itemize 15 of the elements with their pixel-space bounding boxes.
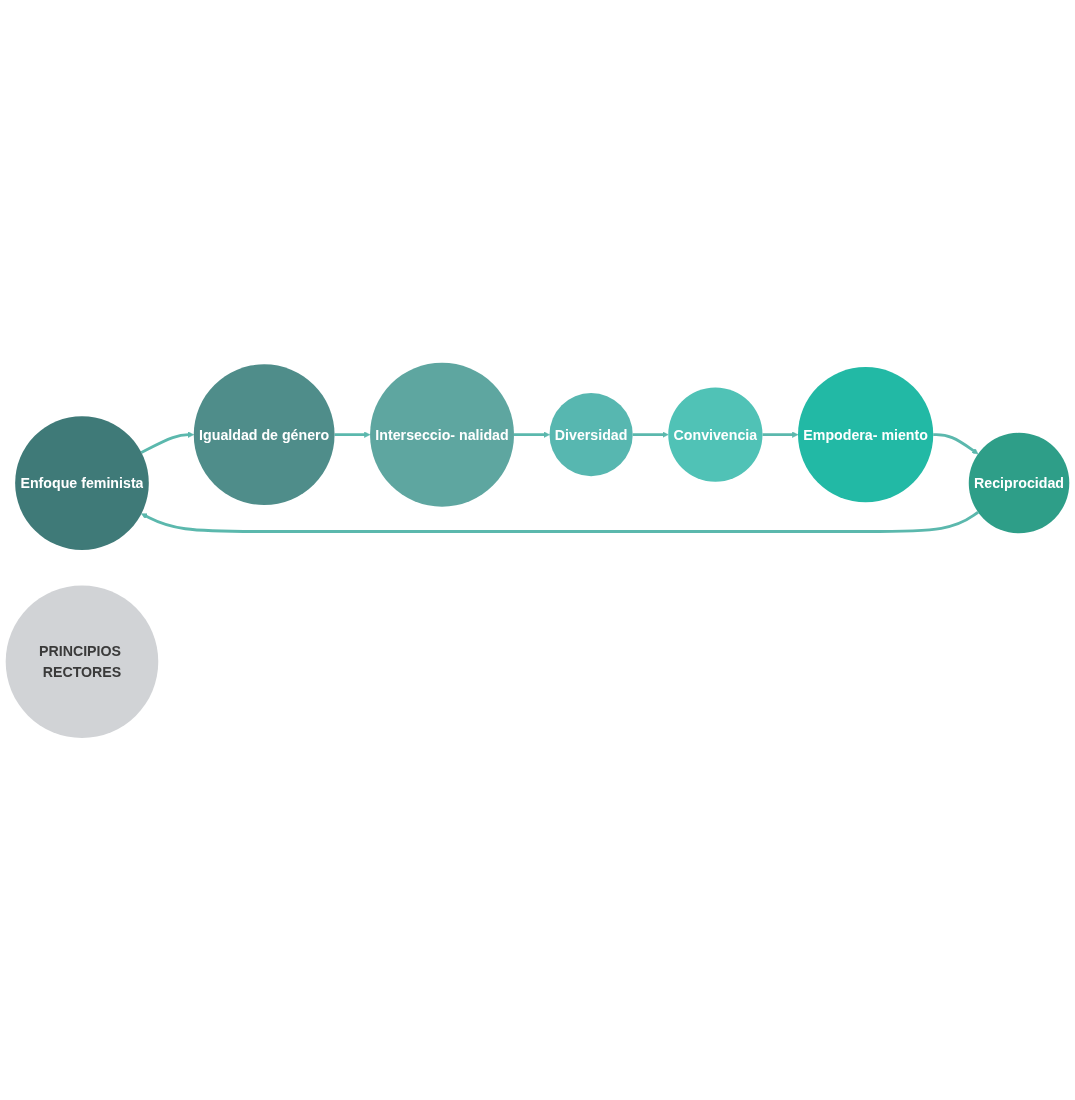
node-circle: Convivencia [668,387,763,482]
node-circle: Enfoque feminista [15,415,149,550]
node-circle: Interseccio- nalidad [370,362,514,507]
node-circle: Igualdad de género [193,363,335,505]
arrow [933,432,979,454]
arrow [514,431,550,438]
node-circle: Diversidad [549,392,633,476]
arrow [334,431,371,438]
arrow [632,431,669,438]
node-circle: Reciprocidad [968,432,1070,533]
arrow [140,431,195,454]
arrow [762,431,799,438]
node-circle: Empodera- miento [798,366,934,502]
node-circle: PRINCIPIOS RECTORES [5,585,159,738]
arrow [141,510,979,533]
